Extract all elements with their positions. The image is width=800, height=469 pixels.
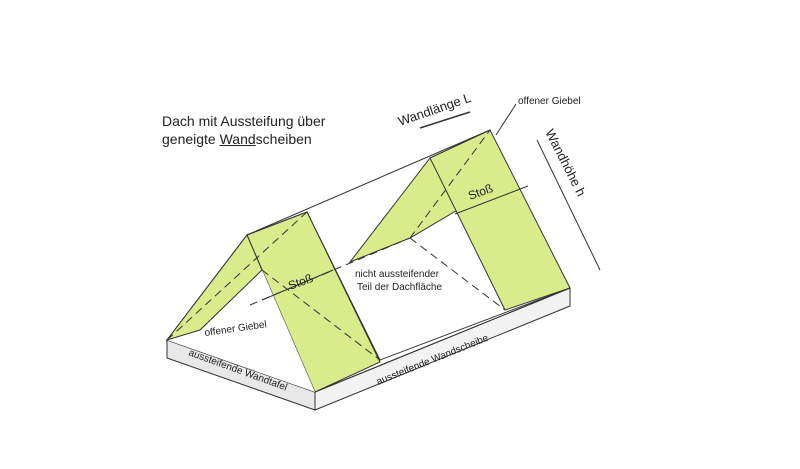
open-gable-top-label: offener Giebel: [518, 96, 581, 107]
wall-height-dimension: [536, 139, 601, 271]
title-line-1: Dach mit Aussteifung über: [162, 113, 326, 129]
base-top-right-edge: [314, 287, 571, 393]
non-bracing-label-2: Teil der Dachfläche: [357, 282, 442, 293]
title-line-2-rest: scheiben: [255, 131, 312, 147]
hidden-line-4: [409, 237, 506, 311]
joint-line-left: [261, 269, 334, 301]
hidden-line-1: [166, 211, 308, 341]
right-bracing-panel-strip: [429, 129, 571, 311]
title-line-2-underlined: Wand: [219, 131, 256, 147]
joint-line-right: [454, 185, 529, 215]
non-bracing-label-1: nicht aussteifender: [355, 269, 440, 280]
wall-length-arrow: [419, 111, 471, 129]
title-line-2: geneigte Wandscheiben: [162, 130, 325, 148]
hidden-line-2: [409, 129, 491, 239]
wall-height-label: Wandhöhe h: [542, 127, 589, 199]
hidden-line-5: [261, 269, 381, 361]
title-line-2-prefix: geneigte: [162, 131, 220, 147]
left-panel-strip: [246, 211, 381, 393]
left-slope-panel: [167, 235, 315, 392]
right-eaves: [379, 287, 571, 361]
diagram-title: Dach mit Aussteifung über geneigte Wands…: [162, 112, 325, 148]
ridge-line: [246, 129, 491, 236]
open-gable-leader: [495, 103, 517, 136]
